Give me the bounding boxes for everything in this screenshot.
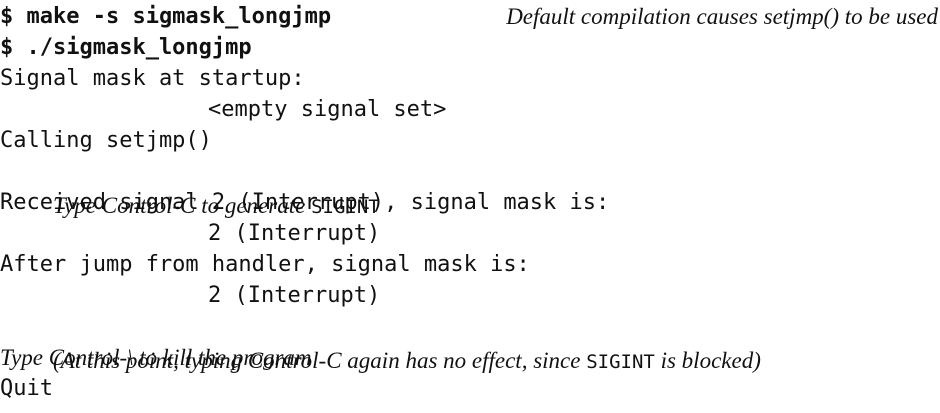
output-startup-label: Signal mask at startup: xyxy=(0,66,305,91)
annotation-sigint: SIGINT xyxy=(311,196,380,218)
annotation-sigint-blocked-mono: SIGINT xyxy=(586,351,655,373)
annotation-sigint-blocked: (At this point, typing Control-C again h… xyxy=(0,310,761,373)
output-received-signal: Received signal 2 (Interrupt), signal ma… xyxy=(0,190,610,215)
annotation-sigint-blocked-post: is blocked) xyxy=(654,348,761,373)
annotation-kill-program: Type Control-\ to kill the program xyxy=(0,345,312,370)
output-after-jump-mask: 2 (Interrupt) xyxy=(208,283,381,308)
output-after-jump: After jump from handler, signal mask is: xyxy=(0,252,530,277)
command-run: $ ./sigmask_longjmp xyxy=(0,35,252,60)
output-calling-setjmp: Calling setjmp() xyxy=(0,128,212,153)
output-quit: Quit xyxy=(0,376,53,401)
annotation-default-compilation: Default compilation causes setjmp() to b… xyxy=(506,4,938,29)
command-make: $ make -s sigmask_longjmp xyxy=(0,4,332,29)
output-received-mask: 2 (Interrupt) xyxy=(208,221,381,246)
annotation-sigint-blocked-pre: (At this point, typing Control-C again h… xyxy=(52,348,587,373)
output-startup-mask: <empty signal set> xyxy=(208,97,447,122)
annotation-type-control-c-text: Type Control-C to generate xyxy=(52,193,312,218)
annotation-type-control-c: Type Control-C to generate SIGINT xyxy=(0,155,380,218)
